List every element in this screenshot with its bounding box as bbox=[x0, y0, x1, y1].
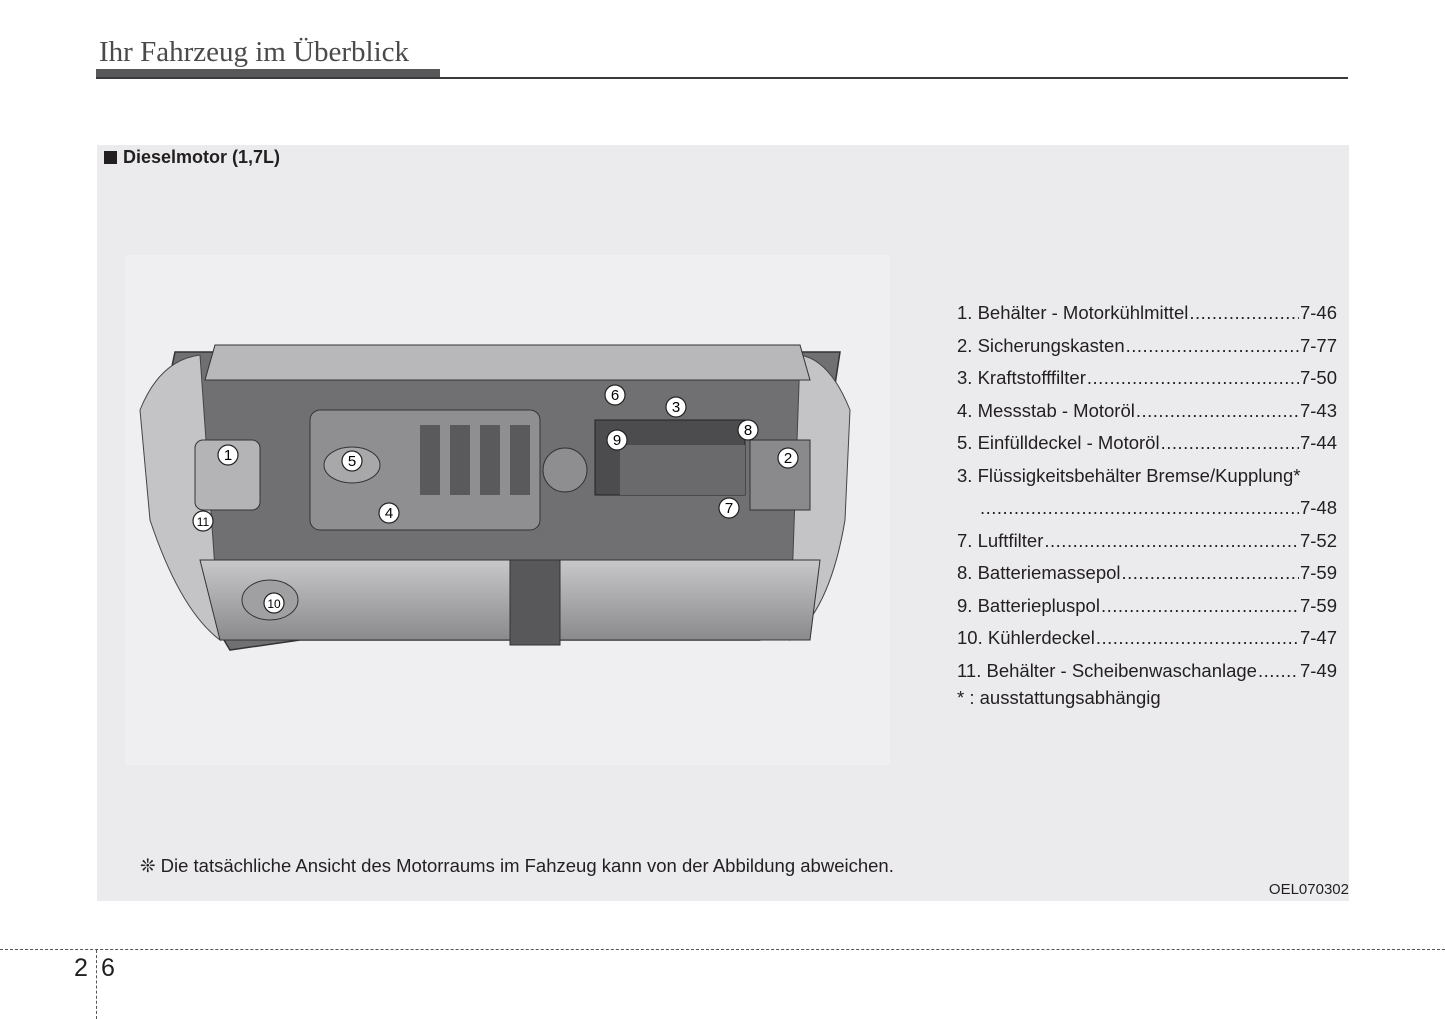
leader-dots bbox=[1136, 400, 1299, 422]
callout-number: 6 bbox=[611, 387, 619, 404]
leader-dots bbox=[1122, 562, 1299, 584]
section-heading: Dieselmotor (1,7L) bbox=[104, 147, 280, 168]
callout-marker: 5 bbox=[341, 450, 363, 472]
leader-dots bbox=[1161, 432, 1299, 454]
leader-dots bbox=[1126, 335, 1299, 357]
page-title: Ihr Fahrzeug im Überblick bbox=[99, 36, 410, 68]
square-bullet-icon bbox=[104, 151, 117, 164]
callout-number: 11 bbox=[197, 515, 210, 529]
engine-drawing: 1 2 3 4 5 6 7 8 9 10 11 bbox=[139, 344, 851, 651]
engine-compartment-illustration: 1 2 3 4 5 6 7 8 9 10 11 bbox=[125, 255, 890, 765]
legend-page-ref: 7-49 bbox=[1299, 659, 1337, 681]
callout-number: 7 bbox=[725, 500, 733, 517]
legend-label: 4. Messstab - Motoröl bbox=[957, 399, 1135, 421]
legend-page-ref: 7-50 bbox=[1299, 367, 1337, 389]
callout-marker: 1 bbox=[217, 444, 239, 466]
legend-item: 2. Sicherungskasten 7-77 bbox=[957, 330, 1337, 363]
callout-marker: 8 bbox=[737, 419, 759, 441]
leader-dots bbox=[1258, 660, 1299, 682]
callout-marker: 3 bbox=[665, 396, 687, 418]
legend-item: 1. Behälter - Motorkühlmittel 7-46 bbox=[957, 297, 1337, 330]
leader-dots bbox=[1189, 302, 1299, 324]
legend-page-ref: 7-43 bbox=[1299, 399, 1337, 421]
callout-number: 4 bbox=[385, 505, 393, 522]
leader-dots bbox=[1044, 530, 1299, 552]
legend-item: 3. Kraftstofffilter 7-50 bbox=[957, 362, 1337, 395]
footer-dashed-rule bbox=[0, 949, 1445, 950]
callout-marker: 4 bbox=[378, 502, 400, 524]
callout-number: 10 bbox=[267, 597, 281, 611]
callout-number: 9 bbox=[613, 432, 621, 449]
callout-marker: 2 bbox=[777, 447, 799, 469]
chapter-number: 2 bbox=[74, 954, 88, 982]
callout-number: 8 bbox=[744, 422, 752, 439]
component-legend: 1. Behälter - Motorkühlmittel 7-46 2. Sich… bbox=[957, 297, 1337, 711]
callout-number: 5 bbox=[348, 453, 356, 470]
legend-item: 4. Messstab - Motoröl 7-43 bbox=[957, 395, 1337, 428]
image-code: OEL070302 bbox=[1268, 881, 1349, 898]
callout-number: 2 bbox=[784, 450, 792, 467]
legend-note: * : ausstattungsabhängig bbox=[957, 687, 1161, 708]
legend-page-ref: 7-77 bbox=[1299, 334, 1337, 356]
legend-label: 10. Kühlerdeckel bbox=[957, 627, 1095, 649]
legend-label: 7. Luftfilter bbox=[957, 529, 1044, 551]
legend-item: 8. Batteriemassepol 7-59 bbox=[957, 557, 1337, 590]
legend-item: 9. Batteriepluspol 7-59 bbox=[957, 590, 1337, 623]
callout-number: 1 bbox=[224, 447, 232, 464]
legend-item: 5. Einfülldeckel - Motoröl 7-44 bbox=[957, 427, 1337, 460]
page-number-divider bbox=[96, 950, 97, 1019]
legend-item-continuation: 7-48 bbox=[957, 492, 1337, 525]
legend-item: 7. Luftfilter 7-52 bbox=[957, 525, 1337, 558]
legend-label: 2. Sicherungskasten bbox=[957, 334, 1125, 356]
title-underline-bar bbox=[96, 69, 440, 78]
legend-item: 10. Kühlerdeckel 7-47 bbox=[957, 622, 1337, 655]
legend-label: 11. Behälter - Scheibenwaschanlage bbox=[957, 659, 1257, 681]
disclaimer-note: ❊ Die tatsächliche Ansicht des Motorraum… bbox=[140, 855, 894, 876]
callout-number: 3 bbox=[672, 399, 680, 416]
legend-item: 3. Flüssigkeitsbehälter Bremse/Kupplung* bbox=[957, 460, 1337, 493]
legend-label: 3. Kraftstofffilter bbox=[957, 367, 1086, 389]
leader-dots bbox=[1101, 595, 1299, 617]
legend-page-ref: 7-46 bbox=[1299, 302, 1337, 324]
legend-page-ref: 7-59 bbox=[1299, 594, 1337, 616]
legend-label: 8. Batteriemassepol bbox=[957, 562, 1121, 584]
legend-label: 9. Batteriepluspol bbox=[957, 594, 1100, 616]
callout-marker: 7 bbox=[718, 497, 740, 519]
section-title: Dieselmotor (1,7L) bbox=[123, 147, 281, 167]
leader-dots bbox=[980, 497, 1299, 519]
callout-marker: 11 bbox=[192, 510, 214, 532]
legend-page-ref: 7-59 bbox=[1299, 562, 1337, 584]
callout-marker: 9 bbox=[606, 429, 628, 451]
legend-item: 11. Behälter - Scheibenwaschanlage 7-49 bbox=[957, 655, 1337, 688]
legend-label: 5. Einfülldeckel - Motoröl bbox=[957, 432, 1160, 454]
callout-marker: 6 bbox=[604, 384, 626, 406]
legend-page-ref: 7-47 bbox=[1299, 627, 1337, 649]
leader-dots bbox=[1087, 367, 1299, 389]
legend-page-ref: 7-52 bbox=[1299, 529, 1337, 551]
title-rule bbox=[96, 77, 1348, 79]
callout-marker: 10 bbox=[263, 592, 285, 614]
page-number: 6 bbox=[101, 954, 115, 982]
legend-page-ref: 7-44 bbox=[1299, 432, 1337, 454]
legend-page-ref: 7-48 bbox=[1299, 497, 1337, 519]
legend-label: 1. Behälter - Motorkühlmittel bbox=[957, 302, 1189, 324]
leader-dots bbox=[1096, 627, 1299, 649]
legend-label: 3. Flüssigkeitsbehälter Bremse/Kupplung* bbox=[957, 464, 1301, 486]
